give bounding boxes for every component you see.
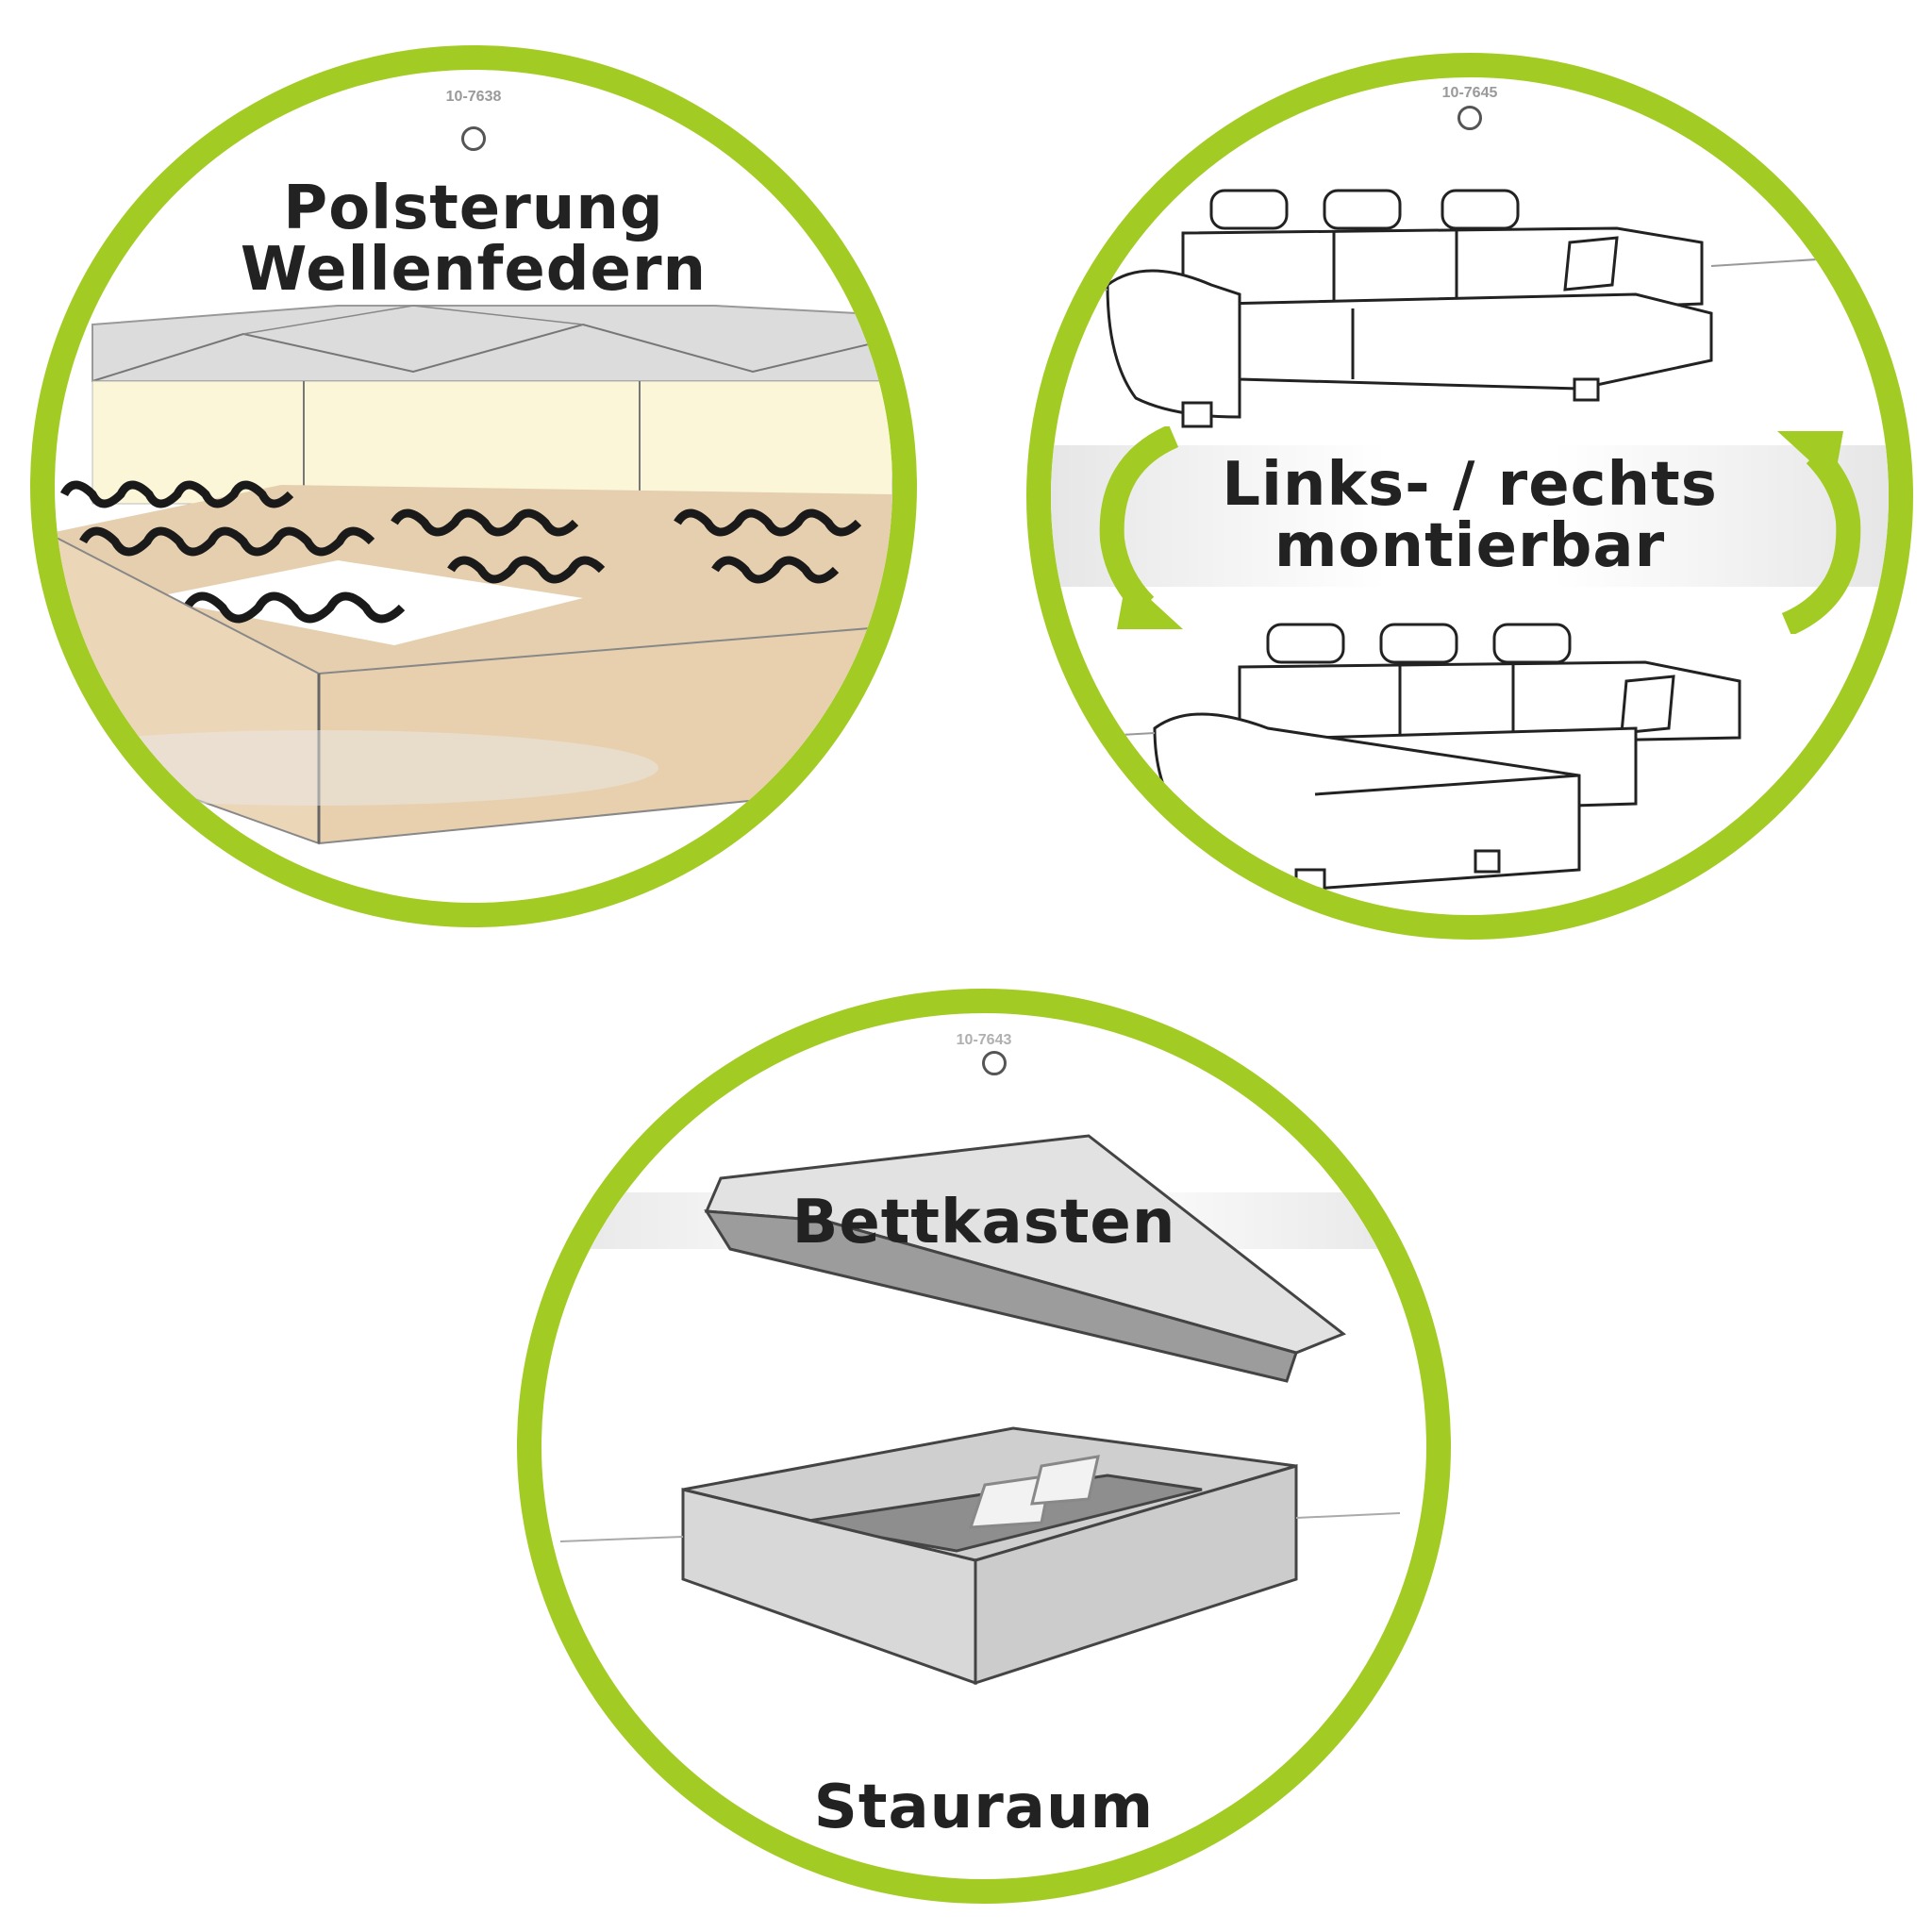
title-line-1: Polsterung bbox=[283, 174, 664, 243]
product-code: 10-7645 bbox=[1441, 85, 1498, 101]
corner-sofa-illustration bbox=[1069, 189, 1863, 895]
product-code: 10-7643 bbox=[956, 1032, 1012, 1048]
hang-hole-icon bbox=[982, 1051, 1007, 1075]
wave-springs bbox=[59, 480, 862, 624]
badge-title: Polsterung Wellenfedern bbox=[55, 174, 892, 306]
badge-title-top: Bettkasten bbox=[791, 1188, 1176, 1257]
badge-polsterung-wellenfedern: 10-7638 Polsterung Wellenfedern bbox=[30, 45, 917, 927]
hang-hole-icon bbox=[1457, 106, 1482, 130]
title-line-2: montierbar bbox=[1274, 511, 1666, 582]
bed-storage-box-illustration bbox=[559, 1134, 1401, 1686]
product-code: 10-7638 bbox=[445, 89, 502, 105]
badge-bettkasten-stauraum: 10-7643 Bettkasten Stauraum bbox=[517, 989, 1451, 1904]
swap-arrow-right-icon bbox=[1777, 431, 1861, 634]
swap-arrow-left-icon bbox=[1099, 426, 1183, 629]
title-line-2: Wellenfedern bbox=[240, 235, 708, 306]
badge-title: Links- / rechts montierbar bbox=[1051, 450, 1889, 582]
hang-hole-icon bbox=[461, 126, 486, 151]
badge-links-rechts-montierbar: 10-7645 Links- / rechts montierbar bbox=[1026, 53, 1913, 940]
mattress-spring-illustration bbox=[55, 305, 892, 845]
badge-title-bottom: Stauraum bbox=[813, 1773, 1155, 1842]
title-line-1: Links- / rechts bbox=[1222, 450, 1718, 520]
